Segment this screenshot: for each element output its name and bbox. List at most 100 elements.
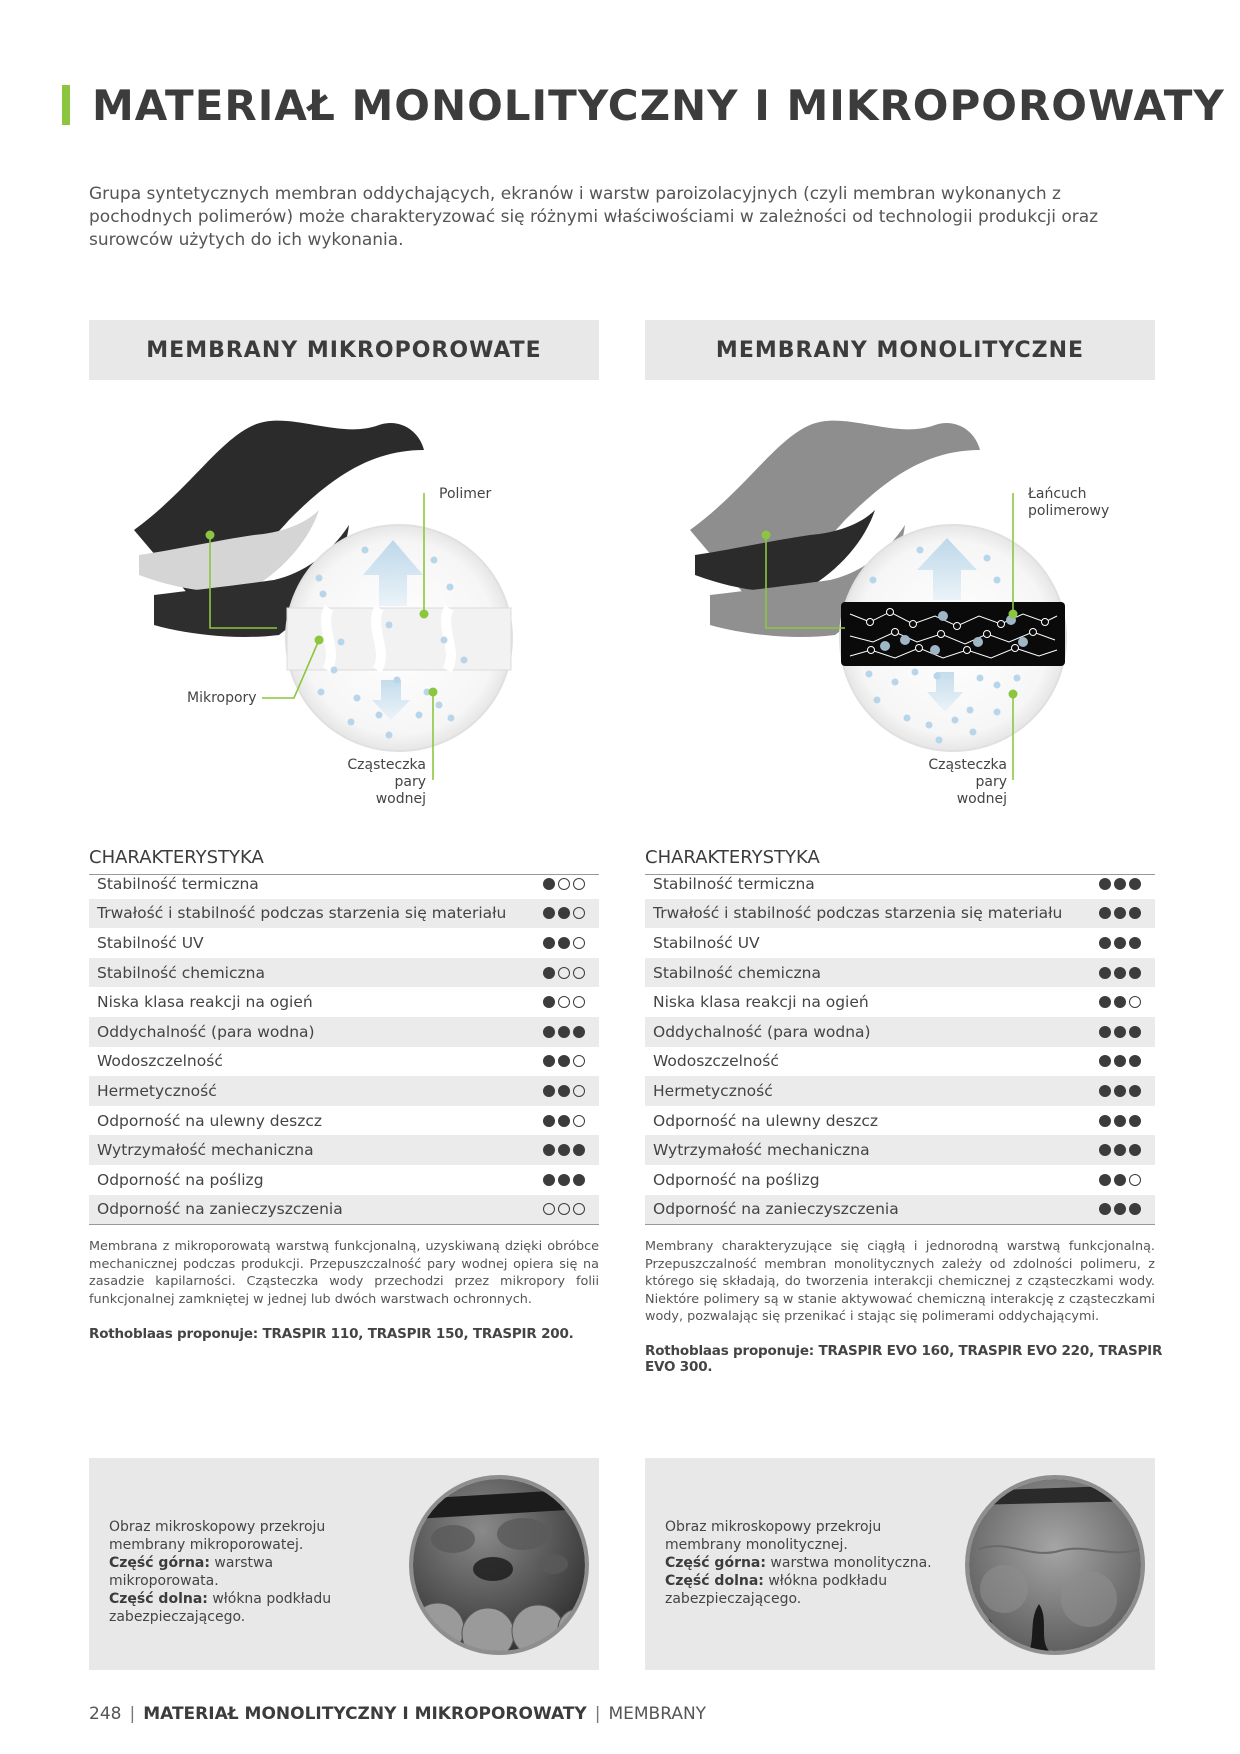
caption-bottom-label: Część dolna: [665,1573,764,1589]
rating-dots [1099,907,1141,920]
rating-dots [543,907,585,920]
rating-dots [543,996,585,1009]
characteristic-label: Niska klasa reakcji na ogień [97,993,313,1012]
filled-dot-icon [1099,936,1111,949]
characteristic-row: Odporność na poślizg [645,1165,1155,1195]
characteristic-row: Odporność na ulewny deszcz [645,1106,1155,1136]
monolithic-note: Membrany charakteryzujące się ciągłą i j… [645,1239,1155,1324]
characteristic-label: Stabilność chemiczna [97,963,265,982]
filled-dot-icon [558,1173,570,1186]
microporous-header-label: MEMBRANY MIKROPOROWATE [146,337,542,363]
filled-dot-icon [543,1055,555,1068]
intro-paragraph: Grupa syntetycznych membran oddychającyc… [89,184,1099,250]
rating-dots [1099,1173,1141,1186]
characteristic-row: Hermetyczność [645,1076,1155,1106]
characteristic-label: Hermetyczność [97,1081,217,1100]
rating-dots [1099,936,1141,949]
empty-dot-icon [558,1203,570,1216]
empty-dot-icon [573,936,585,949]
characteristic-label: Odporność na poślizg [97,1170,264,1189]
characteristics-title: CHARAKTERYSTYKA [89,847,599,875]
page-title-block: MATERIAŁ MONOLITYCZNY I MIKROPOROWATY [62,80,1225,130]
rating-dots [1099,877,1141,890]
rating-dots [543,1173,585,1186]
filled-dot-icon [1114,877,1126,890]
characteristic-row: Stabilność termiczna [89,869,599,899]
microscope-image-monolithic [965,1475,1145,1655]
filled-dot-icon [1114,936,1126,949]
microscope-image-microporous [409,1475,589,1655]
rating-dots [543,966,585,979]
monolithic-header-label: MEMBRANY MONOLITYCZNE [715,337,1085,363]
characteristic-label: Stabilność termiczna [97,874,259,893]
filled-dot-icon [1129,907,1141,920]
characteristic-row: Hermetyczność [89,1076,599,1106]
characteristic-row: Niska klasa reakcji na ogień [89,987,599,1017]
filled-dot-icon [1114,1173,1126,1186]
rating-dots [543,1055,585,1068]
characteristic-label: Oddychalność (para wodna) [97,1022,315,1041]
filled-dot-icon [1129,936,1141,949]
microporous-header: MEMBRANY MIKROPOROWATE [89,320,599,380]
rating-dots [543,877,585,890]
filled-dot-icon [543,907,555,920]
filled-dot-icon [1129,1203,1141,1216]
caption-bottom-text: włókna podkładu zabezpieczającego. [665,1573,888,1607]
filled-dot-icon [573,1144,585,1157]
caption-bottom-label: Część dolna: [109,1591,208,1607]
caption-top-text: warstwa monolityczna. [765,1555,932,1571]
filled-dot-icon [543,936,555,949]
filled-dot-icon [1114,966,1126,979]
filled-dot-icon [1129,1055,1141,1068]
monolithic-diagram: Łańcuch polimerowy Cząsteczka pary wodne… [645,380,1155,825]
filled-dot-icon [1099,1173,1111,1186]
filled-dot-icon [1114,907,1126,920]
characteristic-label: Stabilność termiczna [653,874,815,893]
label-micropores: Mikropory [187,690,257,706]
characteristics-title: CHARAKTERYSTYKA [645,847,1155,875]
empty-dot-icon [573,1055,585,1068]
characteristic-row: Odporność na zanieczyszczenia [645,1194,1155,1225]
characteristic-row: Odporność na ulewny deszcz [89,1106,599,1136]
empty-dot-icon [1129,996,1141,1009]
characteristic-label: Wodoszczelność [653,1052,779,1071]
filled-dot-icon [573,1025,585,1038]
filled-dot-icon [1099,1084,1111,1097]
filled-dot-icon [543,877,555,890]
characteristic-label: Niska klasa reakcji na ogień [653,993,869,1012]
characteristic-row: Trwałość i stabilność podczas starzenia … [645,898,1155,929]
microscope-caption: Obraz mikroskopowy przekroju membrany mo… [665,1518,935,1608]
filled-dot-icon [1099,966,1111,979]
filled-dot-icon [543,1084,555,1097]
filled-dot-icon [1099,1055,1111,1068]
filled-dot-icon [1114,996,1126,1009]
characteristic-label: Wodoszczelność [97,1052,223,1071]
label-polymer-chain: Łańcuch polimerowy [1028,486,1110,519]
rating-dots [543,1144,585,1157]
rating-dots [1099,996,1141,1009]
rating-dots [543,1025,585,1038]
empty-dot-icon [573,1203,585,1216]
filled-dot-icon [558,1025,570,1038]
filled-dot-icon [543,966,555,979]
footer-separator: | [594,1704,601,1724]
filled-dot-icon [1114,1025,1126,1038]
monolithic-proposal: Rothoblaas proponuje: TRASPIR EVO 160, T… [645,1343,1163,1375]
page-number: 248 [89,1704,122,1724]
characteristic-label: Odporność na poślizg [653,1170,820,1189]
empty-dot-icon [558,877,570,890]
rating-dots [1099,1144,1141,1157]
caption-intro: Obraz mikroskopowy przekroju membrany mi… [109,1519,326,1553]
characteristic-label: Odporność na zanieczyszczenia [653,1200,899,1219]
filled-dot-icon [1099,877,1111,890]
rating-dots [543,1203,585,1216]
label-vapor-particle: Cząsteczka pary wodnej [928,757,1007,807]
filled-dot-icon [1099,907,1111,920]
characteristic-row: Trwałość i stabilność podczas starzenia … [89,898,599,929]
empty-dot-icon [558,966,570,979]
rating-dots [1099,966,1141,979]
footer-separator: | [129,1704,136,1724]
title-accent-bar [62,85,70,125]
